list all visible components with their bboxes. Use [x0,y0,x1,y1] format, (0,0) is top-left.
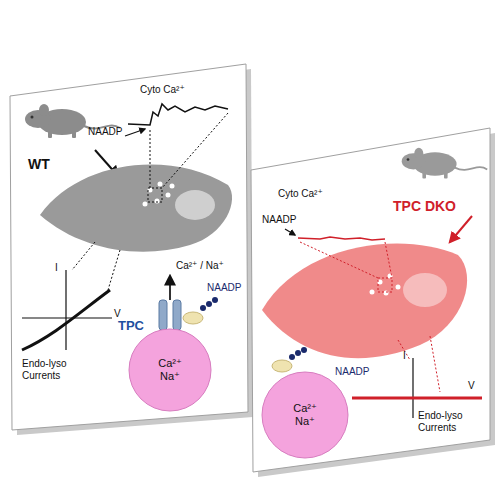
naadp-molecule [289,347,307,360]
zoom-lines [72,113,228,290]
pointer-arrow [450,216,472,242]
genotype-label: TPC DKO [393,198,456,214]
stimulus-label: NAADP [88,126,122,138]
calcium-trace [128,104,228,125]
naadp-receptor [183,312,203,324]
panel-ground [251,128,490,472]
cell-body [262,244,467,359]
iv-axes [22,270,112,350]
naadp-receptor [272,360,292,372]
cell-body [40,165,232,252]
mouse-icon [402,148,488,179]
stimulus-arrow [125,129,145,136]
trace-label: Cyto Ca²⁺ [140,84,185,96]
tpc-channel [159,300,181,330]
lysosome-membrane [262,372,348,458]
iv-caption: Endo-lyso Currents [418,410,472,434]
cell-nucleus [403,273,447,307]
trace-label: Cyto Ca²⁺ [278,188,323,200]
calcium-trace [298,237,385,240]
zoom-box [378,278,392,292]
ion-label: Ca²⁺ Na⁺ [158,357,182,382]
axis-label: I [55,262,58,274]
zoom-lines [300,242,440,392]
ion-label: Ca²⁺ Na⁺ [293,402,317,427]
lysosome: Ca²⁺ Na⁺ [261,371,349,459]
channel-label: TPC [118,318,144,334]
ion-flux-label: Ca²⁺ / Na⁺ [176,260,224,272]
ligand-label: NAADP [335,366,369,378]
iv-axes [412,358,413,418]
vesicle-dots [370,274,401,296]
panel-border [10,64,248,430]
naadp-molecule [200,297,218,311]
lysosome-membrane [129,329,211,411]
iv-curve [22,290,110,350]
stimulus-arrow [285,229,295,235]
genotype-label: WT [28,156,50,172]
iv-caption: Endo-lyso Currents [22,358,76,382]
ligand-label: NAADP [207,282,241,294]
panel-border [251,128,490,472]
zoom-box [148,188,162,202]
axis-label: I [403,350,406,362]
iv-curve [352,397,482,400]
stimulus-label: NAADP [262,214,296,226]
ion-flux-arrow [169,276,171,300]
lysosome: Ca²⁺ Na⁺ [128,328,212,412]
cell-nucleus [175,190,215,220]
axis-label: V [468,380,475,392]
panel-ground [10,64,248,430]
vesicle-dots [143,182,175,207]
